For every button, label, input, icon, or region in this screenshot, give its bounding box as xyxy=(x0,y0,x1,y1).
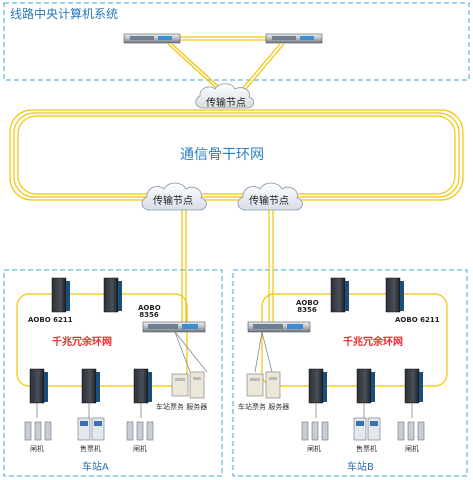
station-b-core-switch xyxy=(247,321,311,333)
station-a-terminal-links xyxy=(36,403,142,418)
station-a-gate-2-label: 闸机 xyxy=(133,445,147,453)
central-system-box xyxy=(3,2,470,81)
transfer-node-right-label: 传输节点 xyxy=(249,196,289,207)
backbone-ring-label: 通信骨干环网 xyxy=(180,147,264,163)
station-a-ticket-server-label: 车站票务 服务器 xyxy=(156,403,208,411)
station-a-ring xyxy=(16,293,188,387)
station-a-gate-1 xyxy=(24,421,52,441)
station-b-ticket-machine xyxy=(353,417,381,441)
station-b-switch-top-left xyxy=(330,277,349,313)
central-switch-left xyxy=(123,33,181,44)
station-a-switch-bottom-3 xyxy=(133,368,152,404)
station-b-terminal-links xyxy=(315,403,413,418)
transfer-node-top-cloud xyxy=(195,83,255,109)
station-b-switch-label-8356: AOBO 8356 xyxy=(296,299,319,314)
station-a-switch-label-8356: AOBO 8356 xyxy=(138,304,161,319)
station-b-label: 车站B xyxy=(347,462,374,473)
station-a-redundant-ring-label: 千兆冗余环网 xyxy=(52,337,112,348)
transfer-node-right-cloud xyxy=(237,182,303,211)
station-b-switch-bottom-3 xyxy=(404,368,423,404)
station-a-switch-top-right xyxy=(103,277,122,313)
central-switch-right xyxy=(265,33,323,44)
station-a-ticket-machine xyxy=(77,417,105,441)
station-b-switch-bottom-1 xyxy=(308,368,327,404)
station-a-gate-2 xyxy=(126,421,154,441)
station-a-ticket-machine-label: 售票机 xyxy=(80,445,101,453)
backbone-ring xyxy=(9,109,464,201)
station-a-switch-top-left xyxy=(51,277,70,313)
station-b-gate-1 xyxy=(301,421,329,441)
central-links xyxy=(167,36,285,97)
station-a-switch-bottom-2 xyxy=(81,368,100,404)
station-b-switch-label-6211: AOBO 6211 xyxy=(395,316,440,324)
station-a-switch-bottom-1 xyxy=(29,368,48,404)
station-a-core-switch xyxy=(142,321,206,333)
station-b-redundant-ring-label: 千兆冗余环网 xyxy=(343,337,403,348)
station-a-label: 车站A xyxy=(82,462,109,473)
station-a-switch-label-6211: AOBO 6211 xyxy=(28,316,73,324)
transfer-node-left-label: 传输节点 xyxy=(153,196,193,207)
station-b-gate-2-label: 闸机 xyxy=(405,445,419,453)
transfer-node-left-cloud xyxy=(141,182,207,211)
station-uplinks xyxy=(181,210,274,322)
station-b-switch-bottom-2 xyxy=(356,368,375,404)
station-b-ring xyxy=(261,293,448,387)
station-b-ticket-server-label: 车站票务 服务器 xyxy=(238,403,290,411)
station-b-servers xyxy=(246,331,281,399)
central-system-title: 线路中央计算机系统 xyxy=(10,7,119,21)
station-b-switch-top-right xyxy=(385,277,404,313)
station-b-box xyxy=(232,269,468,477)
transfer-node-top-label: 传输节点 xyxy=(206,98,246,109)
station-a-box xyxy=(3,269,223,477)
station-b-ticket-machine-label: 售票机 xyxy=(356,445,377,453)
station-a-gate-1-label: 闸机 xyxy=(30,445,44,453)
station-b-gate-2 xyxy=(397,421,425,441)
station-a-servers xyxy=(171,331,208,399)
station-b-gate-1-label: 闸机 xyxy=(307,445,321,453)
